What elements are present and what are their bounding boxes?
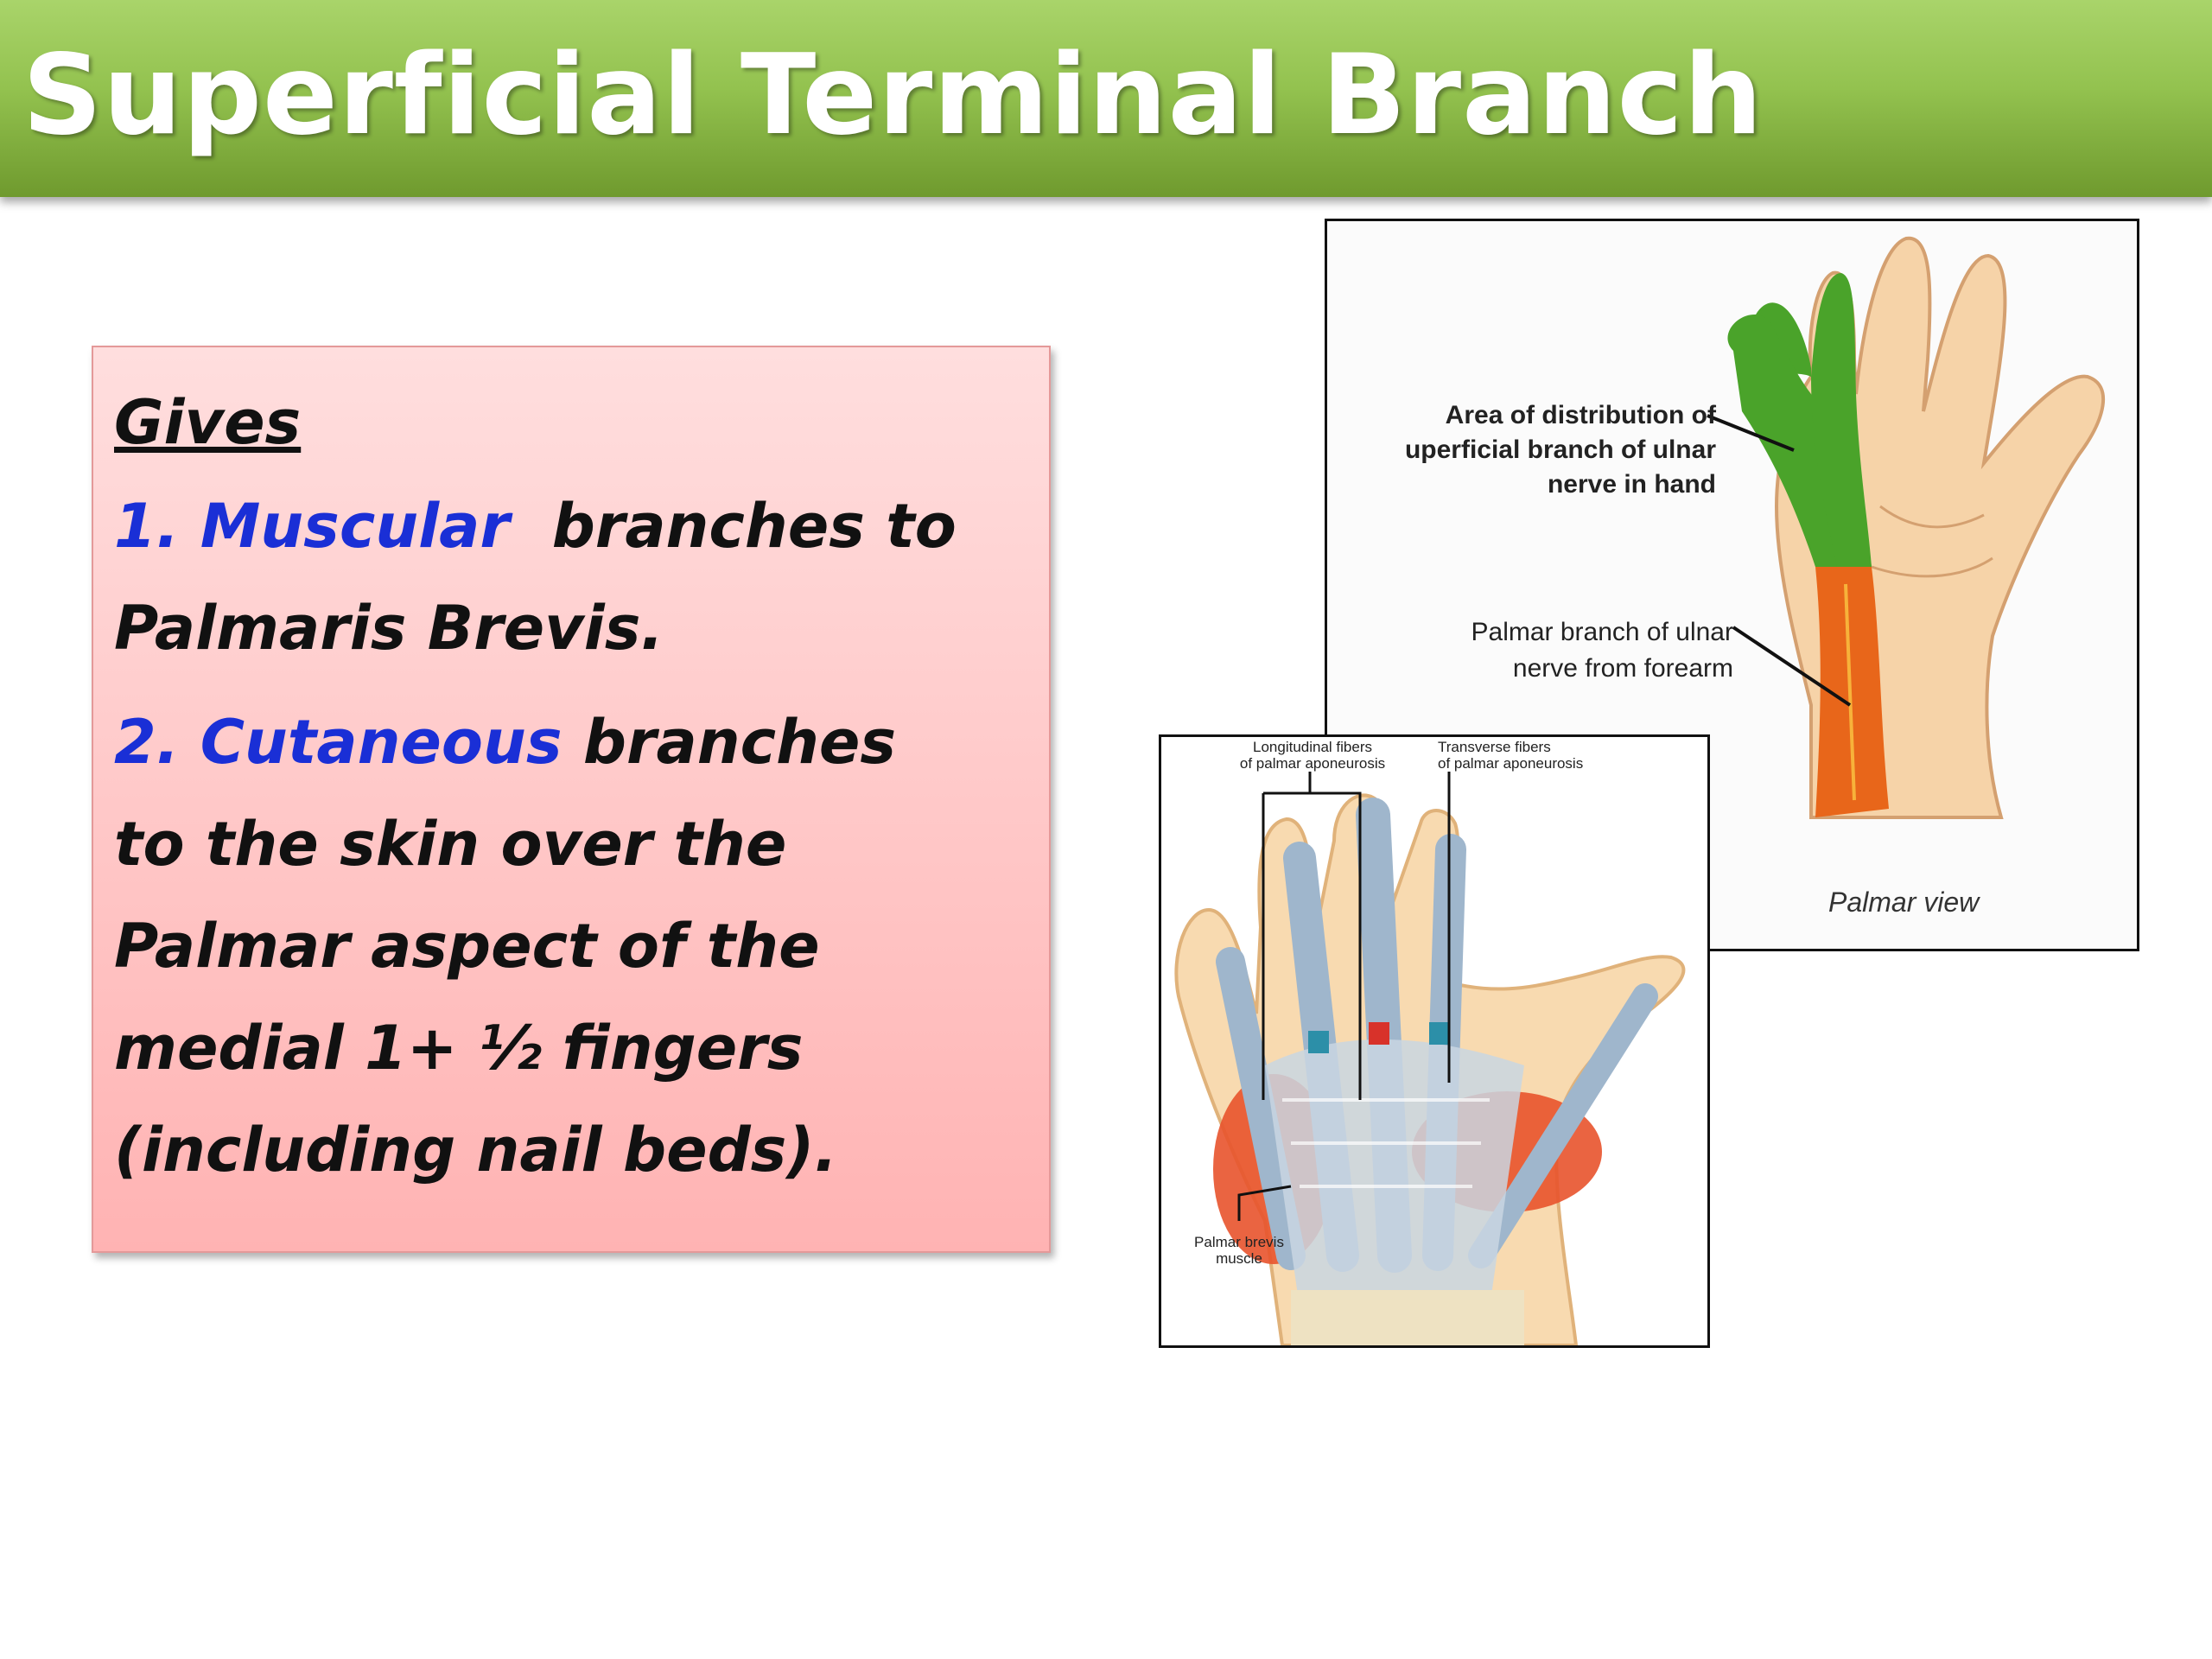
label-brevis-line1: Palmar brevis <box>1194 1234 1284 1250</box>
label-long-line2: of palmar aponeurosis <box>1239 755 1386 772</box>
item2-keyword: Cutaneous <box>200 707 563 778</box>
content-box: Gives 1. Muscular branches to Palmaris B… <box>92 346 1051 1253</box>
label-area-line3: nerve in hand <box>1547 470 1716 499</box>
figure-palmar-distribution: Area of distribution of uperficial branc… <box>1325 219 2139 951</box>
label-area-line2: uperficial branch of ulnar <box>1404 435 1716 464</box>
label-palmar-line1: Palmar branch of ulnar <box>1471 618 1734 646</box>
caption-palmar-view: Palmar view <box>1828 887 1980 918</box>
label-palmar-brevis: Palmar brevis muscle <box>1179 1234 1300 1267</box>
label-area-distribution: Area of distribution of uperficial branc… <box>1370 398 1716 502</box>
item-muscular: 1. Muscular branches to Palmaris Brevis. <box>114 475 1028 679</box>
hand-distribution-illustration <box>1707 236 2106 819</box>
label-area-line1: Area of distribution of <box>1445 401 1716 429</box>
gives-heading: Gives <box>114 387 302 458</box>
aponeurosis-illustration <box>1174 772 1686 1345</box>
label-trans-line2: of palmar aponeurosis <box>1438 755 1584 772</box>
title-bar: Superficial Terminal Branch <box>0 0 2212 197</box>
item2-line5: (including nail beds). <box>114 1115 837 1185</box>
item1-keyword: Muscular <box>200 491 510 562</box>
label-palmar-line2: nerve from forearm <box>1512 654 1733 683</box>
label-palmar-branch: Palmar branch of ulnar nerve from forear… <box>1379 614 1734 687</box>
label-brevis-line2: muscle <box>1216 1250 1262 1267</box>
item2-line2: to the skin over the <box>114 809 787 880</box>
item1-rest-line1: branches to <box>551 491 957 562</box>
item2-line1-rest: branches <box>582 707 897 778</box>
label-long-line1: Longitudinal fibers <box>1253 739 1372 755</box>
item2-line3: Palmar aspect of the <box>114 911 820 982</box>
label-trans-line1: Transverse fibers <box>1438 739 1551 755</box>
figure-palmar-aponeurosis: Longitudinal fibers of palmar aponeurosi… <box>1159 734 1710 1348</box>
label-longitudinal-fibers: Longitudinal fibers of palmar aponeurosi… <box>1213 739 1412 772</box>
item-cutaneous: 2. Cutaneous branches to the skin over t… <box>114 691 1028 1201</box>
item2-number: 2. <box>114 707 180 778</box>
label-transverse-fibers: Transverse fibers of palmar aponeurosis <box>1438 739 1637 772</box>
item1-rest-line2: Palmaris Brevis. <box>114 593 664 664</box>
item2-line4: medial 1+ ½ fingers <box>114 1013 804 1084</box>
item1-number: 1. <box>114 491 180 562</box>
slide-title: Superficial Terminal Branch <box>22 31 1764 160</box>
